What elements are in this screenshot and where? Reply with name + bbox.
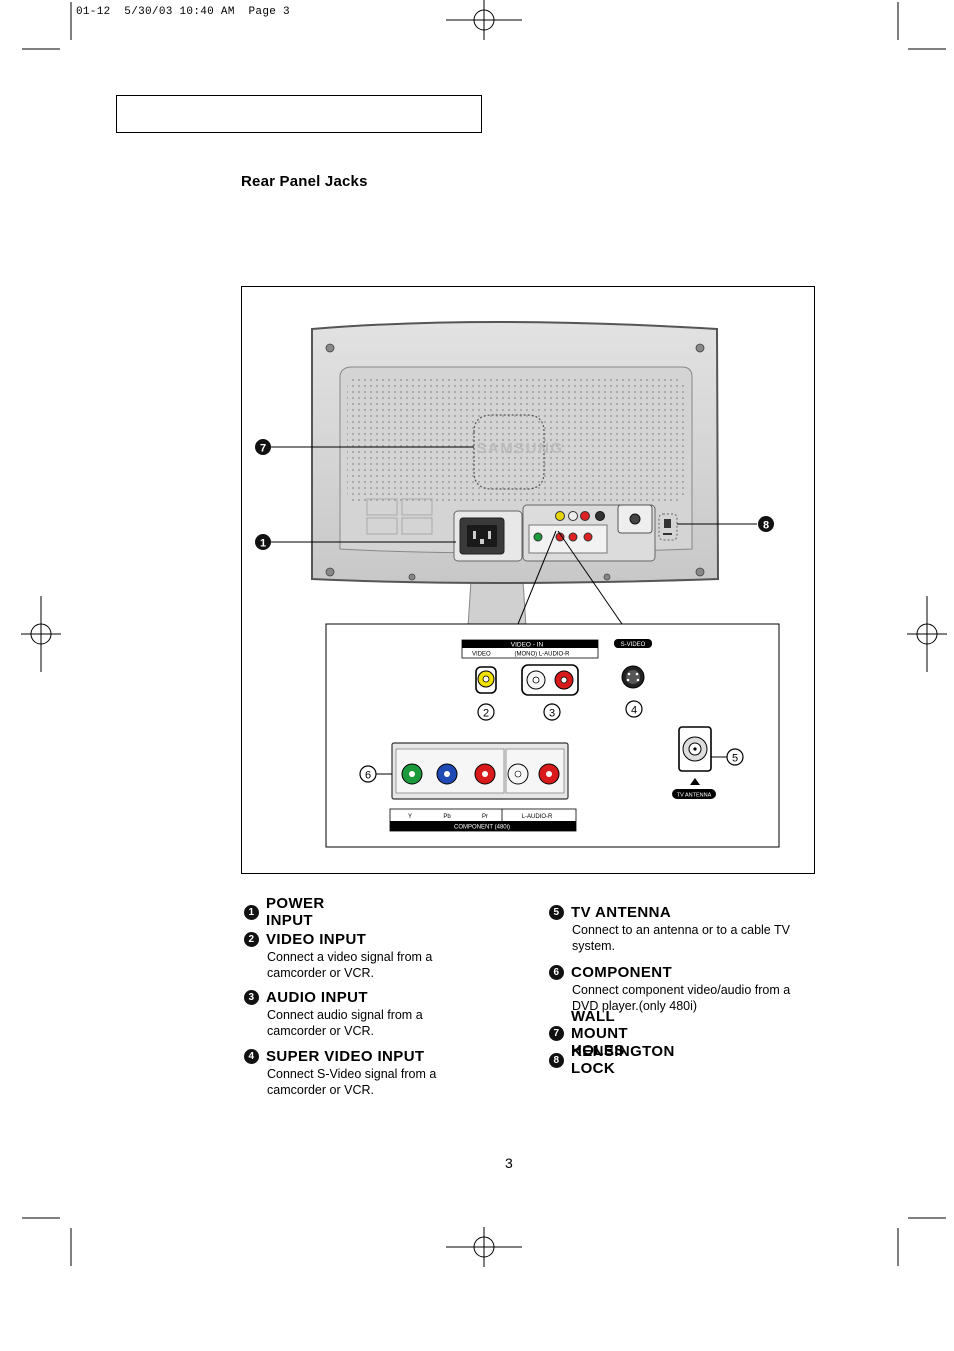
l-audio-r-label: L-AUDIO-R <box>522 814 553 820</box>
section-title: Rear Panel Jacks <box>241 173 368 190</box>
svg-text:7: 7 <box>260 443 266 455</box>
component-480-label: COMPONENT (480i) <box>454 825 510 831</box>
callout-7: 7 <box>255 439 271 455</box>
video-label: VIDEO <box>472 652 491 658</box>
svg-text:3: 3 <box>549 708 555 720</box>
item-title: SUPER VIDEO INPUT <box>266 1047 425 1065</box>
number-badge: 4 <box>244 1048 259 1064</box>
item-wall-mount-holes: 7 WALL MOUNT HOLES <box>549 1008 628 1059</box>
item-description: Connect audio signal from a camcorder or… <box>267 1008 423 1038</box>
item-title: WALL MOUNT HOLES <box>571 1007 628 1059</box>
power-inlet <box>453 510 523 562</box>
callout-2: 2 <box>477 703 495 721</box>
mono-audio-label: (MONO) L-AUDIO-R <box>515 652 571 658</box>
item-component: 6 COMPONENT Connect component video/audio… <box>549 963 797 1014</box>
y-label: Y <box>408 814 412 820</box>
item-title: COMPONENT <box>571 963 673 981</box>
registration-target-top <box>446 0 522 40</box>
item-description: Connect S-Video signal from a camcorder … <box>267 1067 437 1097</box>
registration-target-bottom <box>446 1227 522 1267</box>
item-title: VIDEO INPUT <box>266 930 367 948</box>
item-title: AUDIO INPUT <box>266 988 368 1006</box>
item-audio-input: 3 AUDIO INPUT Connect audio signal from a… <box>244 988 467 1039</box>
svg-text:8: 8 <box>763 520 769 532</box>
svg-text:6: 6 <box>365 770 371 782</box>
callout-3: 3 <box>543 703 561 721</box>
svg-text:1: 1 <box>260 538 266 550</box>
s-video-jack <box>621 665 645 689</box>
item-description: Connect to an antenna or to a cable TV s… <box>572 923 790 953</box>
item-video-input: 2 VIDEO INPUT Connect a video signal from… <box>244 930 467 981</box>
rear-panel-diagram: SAMSUNG <box>241 286 815 874</box>
callout-5: 5 <box>726 748 744 766</box>
item-title: TV ANTENNA <box>571 903 672 921</box>
s-video-label: S-VIDEO <box>621 642 646 648</box>
callout-1: 1 <box>255 534 271 550</box>
brand-watermark: SAMSUNG <box>476 440 563 457</box>
item-description: Connect a video signal from a camcorder … <box>267 950 433 980</box>
item-title: POWER INPUT <box>266 895 325 929</box>
tv-rear-illustration: SAMSUNG <box>255 321 780 848</box>
jack-panel-small <box>522 504 656 562</box>
print-header: 01-12 5/30/03 10:40 AM Page 3 <box>76 6 290 18</box>
callout-4: 4 <box>625 700 643 718</box>
item-super-video-input: 4 SUPER VIDEO INPUT Connect S-Video signa… <box>244 1047 467 1098</box>
svg-text:5: 5 <box>732 753 738 765</box>
number-badge: 6 <box>549 964 564 980</box>
callout-6: 6 <box>359 765 377 783</box>
number-badge: 3 <box>244 989 259 1005</box>
antenna-jack: TV ANTENNA <box>672 726 716 799</box>
svg-text:4: 4 <box>631 705 637 717</box>
number-badge: 5 <box>549 904 564 920</box>
kensington-lock-slot <box>658 513 678 541</box>
number-badge: 7 <box>549 1025 564 1041</box>
audio-jacks <box>521 664 579 696</box>
registration-target-left <box>21 596 61 672</box>
pr-label: Pr <box>482 814 488 820</box>
video-in-label: VIDEO - IN <box>511 642 544 649</box>
svg-text:2: 2 <box>483 708 489 720</box>
registration-target-right <box>907 596 947 672</box>
item-tv-antenna: 5 TV ANTENNA Connect to an antenna or to … <box>549 903 792 954</box>
pb-label: Pb <box>443 814 451 820</box>
number-badge: 1 <box>244 904 259 920</box>
callout-8: 8 <box>758 516 774 532</box>
wall-mount-area: SAMSUNG <box>473 414 563 490</box>
number-badge: 8 <box>549 1052 564 1068</box>
tv-antenna-label: TV ANTENNA <box>677 793 712 799</box>
page-number: 3 <box>505 1155 513 1171</box>
item-power-input: 1 POWER INPUT <box>244 895 325 929</box>
component-jacks <box>391 742 569 800</box>
item-title: KENSINGTON LOCK <box>571 1043 675 1077</box>
video-jack <box>475 666 497 694</box>
item-kensington-lock: 8 KENSINGTON LOCK <box>549 1043 675 1077</box>
title-box <box>116 95 482 133</box>
number-badge: 2 <box>244 931 259 947</box>
item-description: Connect component video/audio from a DVD… <box>572 983 791 1013</box>
